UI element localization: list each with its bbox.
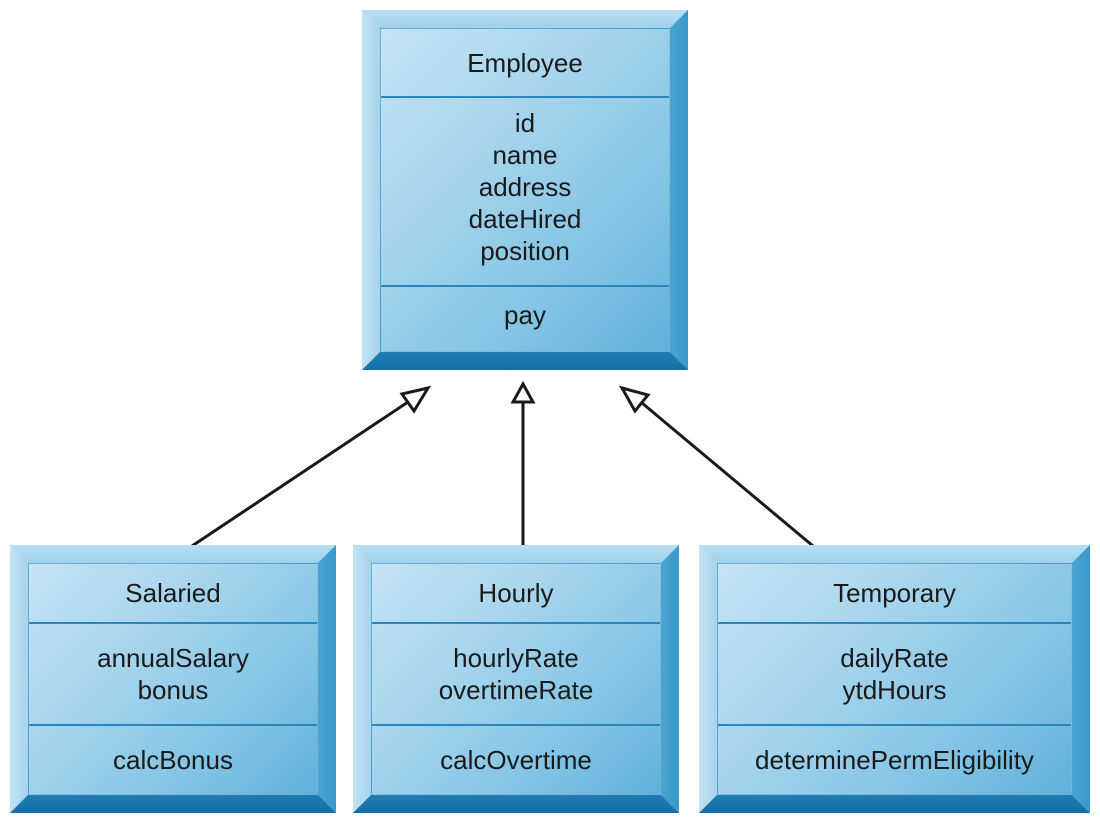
arrowhead-hourly (510, 380, 536, 404)
method: calcBonus (113, 745, 233, 775)
attribute: position (480, 236, 570, 266)
attribute: name (492, 140, 558, 170)
method: determinePermEligibility (755, 745, 1034, 775)
attribute: dailyRate (840, 643, 949, 673)
class-hourly[interactable]: Hourly hourlyRate overtimeRate calcOvert… (353, 545, 679, 813)
class-name: Hourly (478, 578, 554, 608)
divider (372, 622, 660, 624)
divider (29, 622, 317, 624)
arrowhead-temporary (618, 385, 651, 414)
methods-section: determinePermEligibility (718, 726, 1071, 794)
attribute: hourlyRate (453, 643, 579, 673)
class-name: Temporary (833, 578, 956, 608)
methods-section: pay (381, 287, 669, 343)
class-name-section: Hourly (372, 564, 660, 622)
attributes-section: hourlyRate overtimeRate (372, 624, 660, 724)
divider (381, 96, 669, 98)
divider (718, 724, 1071, 726)
class-salaried[interactable]: Salaried annualSalary bonus calcBonus (10, 545, 336, 813)
methods-section: calcBonus (29, 726, 317, 794)
class-temporary[interactable]: Temporary dailyRate ytdHours determinePe… (699, 545, 1090, 813)
divider (372, 724, 660, 726)
attributes-section: dailyRate ytdHours (718, 624, 1071, 724)
divider (718, 622, 1071, 624)
class-name: Salaried (125, 578, 221, 608)
divider (29, 724, 317, 726)
divider (381, 285, 669, 287)
attribute: dateHired (468, 204, 582, 234)
method: pay (504, 300, 546, 330)
attribute: bonus (137, 675, 209, 705)
class-name: Employee (467, 48, 583, 78)
arrowhead-salaried (399, 385, 432, 414)
methods-section: calcOvertime (372, 726, 660, 794)
arrow-salaried-employee (191, 396, 415, 548)
class-name-section: Employee (381, 29, 669, 97)
class-name-section: Salaried (29, 564, 317, 622)
attribute: overtimeRate (438, 675, 594, 705)
attributes-section: annualSalary bonus (29, 624, 317, 724)
class-employee[interactable]: Employee id name address dateHired posit… (362, 10, 688, 370)
attribute: annualSalary (97, 643, 249, 673)
attribute: ytdHours (842, 675, 947, 705)
class-name-section: Temporary (718, 564, 1071, 622)
attribute: address (478, 172, 572, 202)
arrow-temporary-employee (635, 396, 814, 548)
attributes-section: id name address dateHired position (381, 107, 669, 277)
attribute: id (514, 108, 536, 138)
method: calcOvertime (440, 745, 592, 775)
